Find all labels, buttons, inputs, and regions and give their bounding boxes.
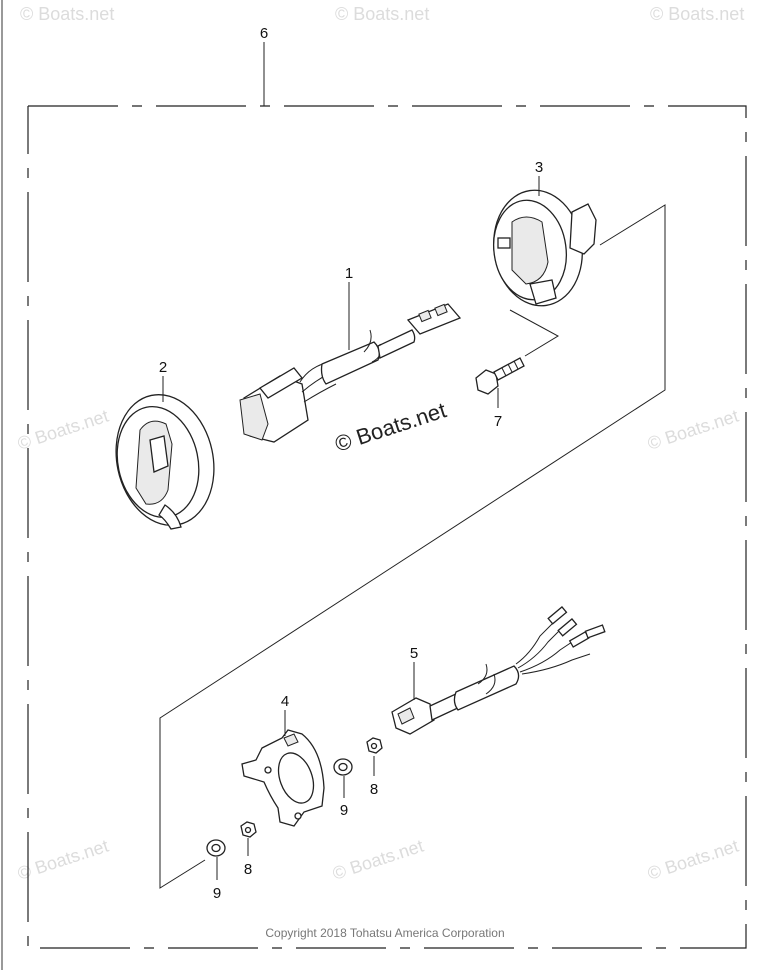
part-9-washer-b (206, 839, 226, 857)
bolt-guide-polyline (509, 309, 560, 357)
part-2-latch (149, 435, 169, 473)
part-5-wiring-harness (391, 606, 606, 735)
copyright-text: Copyright 2018 Tohatsu America Corporati… (265, 926, 504, 940)
callout-9b: 9 (213, 885, 221, 902)
part-9-washer-a (333, 758, 353, 776)
part-7-bolt-shank (493, 357, 525, 381)
part-5-terminal-d (584, 624, 606, 639)
callout-7: 7 (494, 413, 502, 430)
part-3-grip-housing (493, 189, 597, 307)
assembly-guide-lines (159, 204, 666, 889)
part-4-bracket-plate (241, 729, 325, 827)
part-3-boss (569, 203, 597, 255)
part-7-bolt (475, 357, 525, 395)
part-3-tab (529, 279, 557, 305)
part-2-tab (158, 504, 182, 530)
part-8-nut-b (240, 821, 257, 838)
part-3-inner-cavity (511, 216, 549, 285)
part-1-connector (406, 303, 462, 335)
callout-2: 2 (159, 359, 167, 376)
part-5-terminal-b (557, 618, 578, 637)
part-5-connector-face (397, 707, 415, 725)
kit-frame (27, 42, 747, 949)
kit-frame-border (27, 105, 747, 949)
part-7-bolt-thread (501, 360, 519, 377)
part-1-connector-pin-a (418, 309, 432, 323)
callout-3: 3 (535, 159, 543, 176)
watermark-bottom-left: © Boats.net (15, 836, 111, 884)
part-5-terminal-a (547, 606, 568, 625)
callout-leaders (162, 176, 540, 880)
part-1-switch-face (239, 393, 269, 441)
watermark-bottom-center: © Boats.net (330, 836, 426, 884)
watermark-mid-left: © Boats.net (15, 406, 111, 454)
callout-4: 4 (281, 693, 289, 710)
part-3-slot (497, 237, 511, 249)
part-8-nut-a (366, 737, 383, 754)
callout-6: 6 (260, 25, 268, 42)
watermark-mid-right: © Boats.net (645, 406, 741, 454)
part-1-sleeve (320, 341, 380, 385)
callout-8b: 8 (244, 861, 252, 878)
callout-5: 5 (410, 645, 418, 662)
part-9-washer-a-inner (338, 762, 348, 772)
watermark-top-right: © Boats.net (650, 4, 744, 24)
part-7-bolt-head (475, 369, 499, 395)
callout-8a: 8 (370, 781, 378, 798)
watermark-top-left: © Boats.net (20, 4, 114, 24)
part-1-cable (377, 329, 416, 359)
part-9-washer-b-inner (211, 843, 221, 853)
part-5-sleeve-break (477, 663, 496, 695)
part-4-center-hole (277, 752, 315, 804)
part-1-connector-pin-b (434, 303, 448, 317)
callout-numbers: 6 1 2 3 7 4 5 8 9 8 9 (159, 25, 543, 902)
part-8-nut-a-hole (370, 742, 378, 750)
watermark-center: © Boats.net (332, 397, 449, 456)
watermark-top-center: © Boats.net (335, 4, 429, 24)
part-4-bolt-hole-b (294, 812, 302, 820)
callout-1: 1 (345, 265, 353, 282)
part-4-tab (283, 733, 299, 747)
part-4-bolt-hole-a (264, 766, 272, 774)
assembly-guide-polyline (159, 204, 666, 889)
part-5-lead-wires (515, 621, 591, 675)
part-5-sleeve (453, 665, 520, 711)
part-1-switch-harness (239, 303, 462, 443)
part-8-nut-b-hole (244, 826, 252, 834)
watermark-bottom-right: © Boats.net (645, 836, 741, 884)
callout-9a: 9 (340, 802, 348, 819)
part-1-switch-cap (259, 367, 303, 399)
part-2-grip-housing (115, 394, 215, 530)
